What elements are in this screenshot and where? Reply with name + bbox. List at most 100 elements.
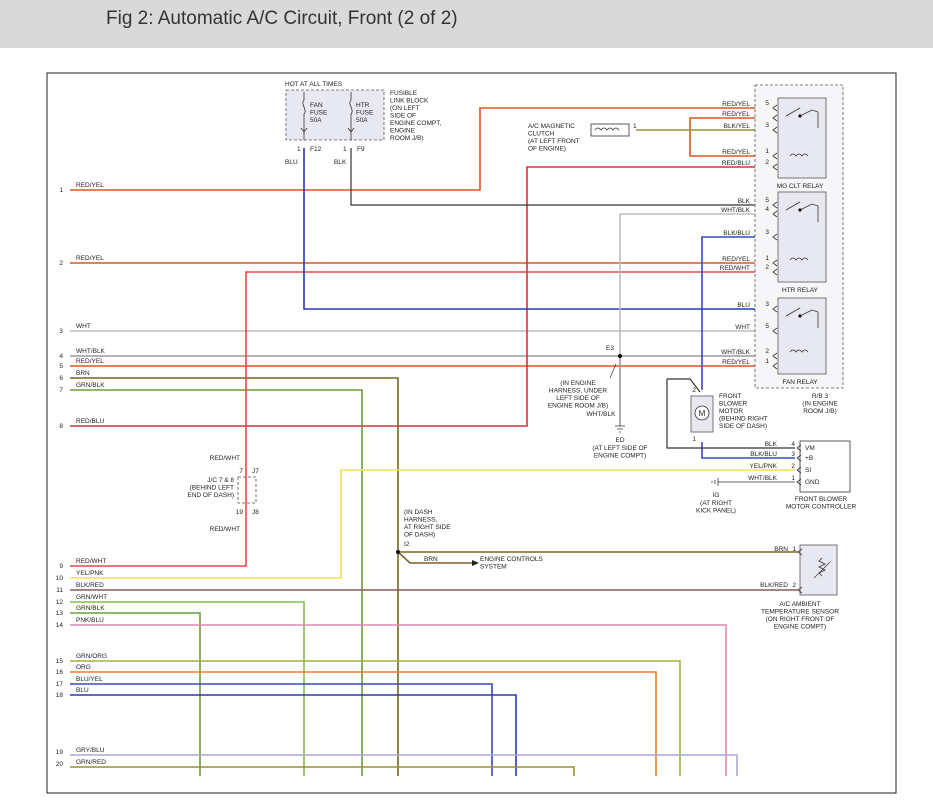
fan-fuse-pin: 1 xyxy=(297,146,301,153)
motor-controller-pin: 2 xyxy=(791,463,795,470)
fuse-block-desc: ENGINE COMPT, xyxy=(390,120,441,127)
e3-desc: ENGINE ROOM J/B) xyxy=(548,403,608,410)
fuse-block-desc: LINK BLOCK xyxy=(390,98,429,105)
mg-clt-relay-connector-mark xyxy=(772,163,778,171)
clutch-desc: (AT LEFT FRONT xyxy=(528,138,580,145)
hot-label: HOT AT ALL TIMES xyxy=(285,81,343,88)
wire-grn-blk-7 xyxy=(70,389,363,776)
clutch-coil-symbol xyxy=(594,127,620,131)
fuse-block-box xyxy=(285,89,385,141)
mg-clt-relay-coil xyxy=(789,153,809,157)
wire-red-blu-8 xyxy=(70,166,773,427)
mg-clt-relay-pin: 5 xyxy=(765,100,769,107)
wire-blu-fan-fuse xyxy=(303,148,773,310)
e3-splice-dot xyxy=(618,354,622,358)
i2-desc: HARNESS, xyxy=(404,517,437,524)
wire-blk-blu-htr3 xyxy=(701,236,773,390)
figure-header: Fig 2: Automatic A/C Circuit, Front (2 o… xyxy=(0,0,933,48)
e3-wire-label: WHT/BLK xyxy=(587,411,617,418)
blower-motor-desc: FRONT xyxy=(719,393,741,400)
htr-relay-pin: 5 xyxy=(765,197,769,204)
motor-controller-wire-label: BLK xyxy=(765,441,778,448)
htr-relay-connector-mark xyxy=(772,210,778,218)
temp-sensor-top-wire-label: BRN xyxy=(774,546,788,553)
fan-relay-connector-mark xyxy=(772,352,778,360)
wire-red-yel-mg-loop xyxy=(689,117,773,157)
wire-pnk-blu-14 xyxy=(70,624,727,776)
blower-motor-desc: (BEHIND RIGHT xyxy=(719,416,768,423)
mg-clt-relay-pin: 2 xyxy=(765,159,769,166)
e3-desc: (IN ENGINE xyxy=(560,380,596,387)
jc-desc: J/C 7 & 8 xyxy=(207,477,234,484)
mg-clt-relay-body xyxy=(777,97,827,179)
fan-fuse-wire-label: BLU xyxy=(285,159,298,166)
wire-label-left: BLK/RED xyxy=(76,582,104,589)
fan-relay-contact xyxy=(798,314,802,318)
htr-fuse-wire-label: BLK xyxy=(334,159,347,166)
motor-controller-box xyxy=(799,440,851,493)
wire-label-left: BLU/YEL xyxy=(76,676,103,683)
fan-relay-switch xyxy=(785,307,819,328)
htr-relay-connector-mark xyxy=(772,268,778,276)
i2-desc: AT RIGHT SIDE xyxy=(404,524,451,531)
connector-pin-number: 7 xyxy=(59,387,63,394)
temp-sensor-desc: TEMPERATURE SENSOR xyxy=(761,609,839,616)
connector-pin-number: 5 xyxy=(59,363,63,370)
connector-pin-number: 4 xyxy=(59,353,63,360)
wire-label-left: BLU xyxy=(76,687,89,694)
ig-desc: KICK PANEL) xyxy=(696,508,736,515)
wire-brn-ecs xyxy=(397,551,472,564)
clutch-desc: OF ENGINE) xyxy=(528,146,566,153)
connector-pin-number: 13 xyxy=(56,610,64,617)
htr-fuse-pin: 1 xyxy=(343,146,347,153)
fan-fuse-terminal: F12 xyxy=(310,146,322,153)
motor-controller-connector-mark xyxy=(796,454,802,462)
i2-name: I2 xyxy=(404,541,410,548)
ig-name: IG xyxy=(713,492,720,499)
wire-label-left: GRN/RED xyxy=(76,759,106,766)
mg-clt-relay-connector-mark xyxy=(772,104,778,112)
mg-clt-relay-connector-mark xyxy=(772,114,778,122)
htr-relay-title: HTR RELAY xyxy=(782,287,819,294)
fan-relay-pin: 1 xyxy=(765,358,769,365)
blower-motor-pin-top: 2 xyxy=(692,387,696,394)
mg-clt-relay-pin: 1 xyxy=(765,148,769,155)
htr-relay-pin: 1 xyxy=(765,255,769,262)
connector-pin-number: 11 xyxy=(56,587,63,594)
htr-relay-switch xyxy=(785,201,819,222)
mg-clt-relay-connector-mark xyxy=(772,126,778,134)
connector-pin-number: 3 xyxy=(59,328,63,335)
wire-red-yel-1 xyxy=(70,107,770,191)
fan-relay-connector-mark xyxy=(772,305,778,313)
temp-sensor-desc: A/C AMBIENT xyxy=(779,601,820,608)
fan-relay-wire-label: BLU xyxy=(737,302,750,309)
connector-pin-number: 8 xyxy=(59,423,63,430)
fuse-block-desc: ROOM J/B) xyxy=(390,135,424,142)
temp-sensor-body xyxy=(799,544,838,596)
fan-relay-pin: 3 xyxy=(765,301,769,308)
htr-relay-connector-mark xyxy=(772,233,778,241)
fan-relay-wire-label: RED/YEL xyxy=(722,359,750,366)
htr-relay-body xyxy=(777,191,827,283)
fuse-block-desc: FUSIBLE xyxy=(390,90,418,97)
fan-relay-wire-label: WHT xyxy=(735,324,750,331)
motor-controller-pin-name: +B xyxy=(805,455,813,462)
wire-grn-blk-13 xyxy=(70,612,201,776)
blower-motor-pin-bottom: 1 xyxy=(692,436,696,443)
htr-fuse-label: HTR xyxy=(356,102,370,109)
mg-clt-relay-wire-label: BLK/YEL xyxy=(724,123,751,130)
motor-controller-pin: 3 xyxy=(791,451,795,458)
htr-relay-wire-label: WHT/BLK xyxy=(721,207,751,214)
wire-blu-yel-17 xyxy=(70,683,493,776)
mg-clt-relay-connector-mark xyxy=(772,152,778,160)
fan-relay-pin: 5 xyxy=(765,323,769,330)
motor-controller-pin: 4 xyxy=(791,441,795,448)
motor-controller-pin-name: VM xyxy=(805,445,815,452)
fan-relay-title: FAN RELAY xyxy=(782,379,818,386)
fan-relay-coil xyxy=(789,349,809,353)
fuse-block-desc: (ON LEFT xyxy=(390,105,420,112)
wire-label-left: GRN/BLK xyxy=(76,382,105,389)
htr-relay-wire-label: BLK/BLU xyxy=(723,230,750,237)
rb3-label: (IN ENGINE xyxy=(802,401,838,408)
temp-sensor-top-pin: 1 xyxy=(792,546,796,553)
